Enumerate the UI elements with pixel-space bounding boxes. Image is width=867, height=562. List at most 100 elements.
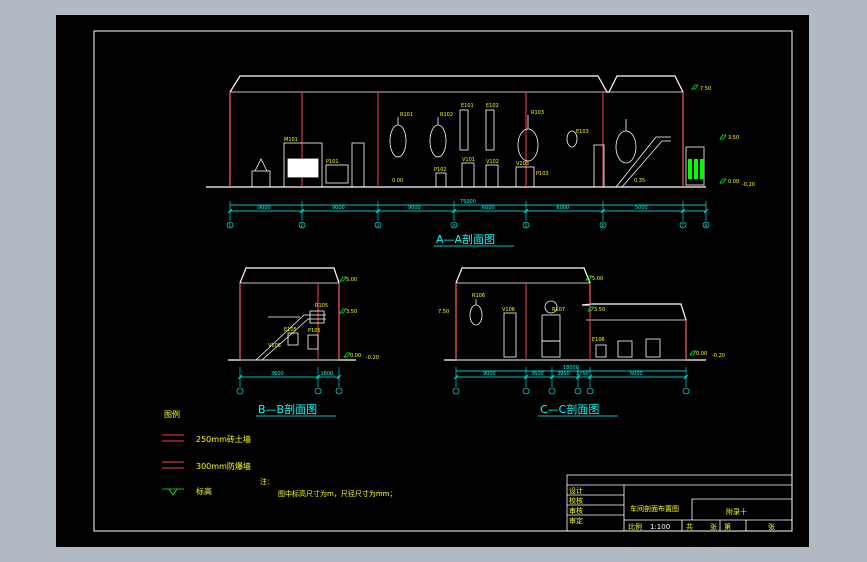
svg-text:5.00: 5.00 (592, 276, 603, 282)
svg-text:V101: V101 (462, 157, 475, 163)
legend: 图例 250mm砖土墙 300mm防爆墙 标高 注： 图中标高尺寸为m，尺径尺寸… (162, 409, 396, 498)
svg-text:E105: E105 (284, 327, 297, 333)
svg-text:E106: E106 (592, 337, 605, 343)
svg-text:5.00: 5.00 (346, 277, 357, 283)
bb-levels: 5.00 3.50 0.00 -0.20 (346, 277, 379, 361)
svg-text:E101: E101 (461, 103, 474, 109)
svg-text:0.00: 0.00 (350, 353, 361, 359)
axis-label: 8 (705, 223, 708, 228)
svg-text:0.00: 0.00 (696, 351, 707, 357)
legend-item-brick-wall: 250mm砖土墙 (196, 434, 251, 444)
title-block (566, 474, 793, 532)
svg-text:0.00: 0.00 (392, 178, 403, 184)
svg-text:-0.20: -0.20 (712, 353, 725, 359)
note-label: 注： (260, 477, 274, 486)
svg-text:3.50: 3.50 (728, 135, 739, 141)
dim-value: 5000 (635, 205, 648, 211)
aa-green-units (688, 159, 704, 179)
axis-bubble (574, 387, 582, 395)
aa-walls (229, 92, 684, 187)
tb-scale-label: 比例 (628, 522, 642, 531)
dim-value: 3950 (557, 371, 570, 377)
axis-label: 2 (301, 223, 304, 228)
axis-bubble (548, 387, 556, 395)
dim-value: 6000 (482, 205, 495, 211)
svg-text:0.35: 0.35 (634, 178, 645, 184)
legend-item-blast-wall: 300mm防爆墙 (196, 461, 251, 471)
section-aa: R101 R102 R103 E101 E102 E103 V101 V102 … (206, 75, 755, 247)
aa-section-title: A—A剖面图 (436, 232, 495, 246)
aa-building-outline (206, 75, 706, 188)
axis-bubble (452, 387, 460, 395)
axis-bubble (682, 387, 690, 395)
legend-heading: 图例 (164, 409, 180, 419)
cc-equipment (469, 299, 661, 358)
svg-text:3.50: 3.50 (346, 309, 357, 315)
dim-value: 6000 (557, 205, 570, 211)
svg-text:V102: V102 (486, 159, 499, 165)
svg-text:V106: V106 (502, 307, 515, 313)
axis-bubble (335, 387, 343, 395)
axis-label: 7 (682, 223, 685, 228)
svg-text:R102: R102 (440, 112, 453, 118)
svg-text:R101: R101 (400, 112, 413, 118)
dim-value: 9000 (258, 205, 271, 211)
svg-text:P101: P101 (326, 159, 339, 165)
svg-text:E102: E102 (486, 103, 499, 109)
dim-value: 9000 (408, 205, 421, 211)
svg-text:V103: V103 (516, 161, 529, 167)
tb-page-label: 第 (724, 522, 731, 531)
svg-text:V105: V105 (268, 343, 281, 349)
svg-text:R107: R107 (552, 307, 565, 313)
dim-value: 9000 (483, 371, 496, 377)
dim-value: 1750 (576, 371, 589, 377)
svg-text:P105: P105 (308, 328, 321, 334)
axis-label: 5 (525, 223, 528, 228)
svg-text:R106: R106 (472, 293, 485, 299)
cc-section-title: C—C剖面图 (540, 402, 599, 416)
title-block-text: 设计 校核 审核 审定 车间剖面布置图 附录十 比例 1:100 共 张 第 张 (569, 486, 775, 531)
svg-text:-0.20: -0.20 (742, 182, 755, 188)
tb-check: 校核 (569, 496, 583, 505)
axis-bubble (226, 221, 234, 229)
svg-text:R103: R103 (531, 110, 544, 116)
axis-bubble (599, 221, 607, 229)
svg-text:P102: P102 (434, 167, 447, 173)
section-cc: R106 V106 R107 E106 5.00 7.50 3.50 0.00 … (438, 267, 725, 417)
tb-approve: 审定 (569, 516, 583, 525)
drawing-canvas: R101 R102 R103 E101 E102 E103 V101 V102 … (93, 30, 793, 532)
inner-frame (93, 30, 793, 532)
bb-building-outline (228, 267, 356, 361)
tb-total-unit: 张 (710, 522, 717, 531)
cc-equipment-labels: R106 V106 R107 E106 (472, 293, 605, 343)
svg-text:-0.20: -0.20 (366, 355, 379, 361)
dim-value: 1800 (321, 371, 334, 377)
aa-equipment-labels: R101 R102 R103 E101 E102 E103 V101 V102 … (284, 103, 589, 177)
dim-total: 18000 (563, 365, 579, 371)
aa-levels: 7.50 3.50 0.00 -0.20 0.00 0.35 (392, 86, 755, 188)
axis-bubble (522, 387, 530, 395)
bb-equipment-labels: R105 E105 P105 V105 (268, 303, 328, 349)
dim-value: 3600 (271, 371, 284, 377)
svg-text:M101: M101 (284, 137, 298, 143)
axis-bubble (236, 387, 244, 395)
axis-bubble (298, 221, 306, 229)
svg-text:E103: E103 (576, 129, 589, 135)
axis-bubble (679, 221, 687, 229)
dim-value: 9000 (332, 205, 345, 211)
axis-label: 3 (377, 223, 380, 228)
svg-text:7.50: 7.50 (700, 86, 711, 92)
cc-building-outline (444, 267, 706, 361)
bb-section-title: B—B剖面图 (258, 402, 317, 416)
svg-text:7.50: 7.50 (438, 309, 449, 315)
dim-value: 3600 (531, 371, 544, 377)
axis-bubble (522, 221, 530, 229)
tb-total-label: 共 (686, 522, 693, 531)
dim-total: 75000 (460, 199, 476, 205)
section-bb: R105 E105 P105 V105 5.00 3.50 0.00 -0.20… (228, 267, 379, 417)
svg-text:3.50: 3.50 (594, 307, 605, 313)
svg-text:P103: P103 (536, 171, 549, 177)
